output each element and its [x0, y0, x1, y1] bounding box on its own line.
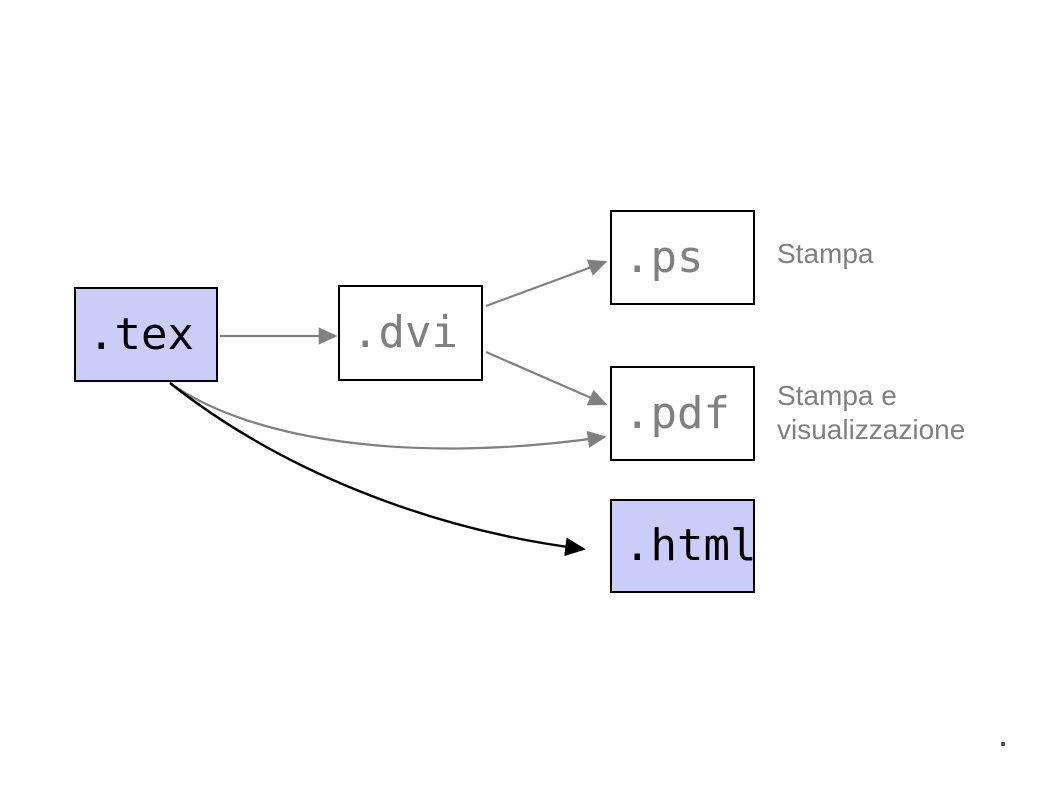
- node-ps[interactable]: .ps: [610, 210, 755, 305]
- corner-dot-mark: [1001, 742, 1005, 746]
- node-html[interactable]: .html: [610, 499, 756, 593]
- node-pdf[interactable]: .pdf: [610, 366, 755, 461]
- edge-dvi-to-ps: [485, 259, 608, 308]
- edge-tex-to-html: [169, 382, 586, 557]
- annotation-print-and-view: Stampa e visualizzazione: [777, 380, 966, 445]
- edge-dvi-to-pdf: [485, 350, 608, 406]
- node-tex[interactable]: .tex: [74, 287, 218, 382]
- edge-tex-to-pdf: [169, 382, 607, 450]
- annotation-print: Stampa: [777, 238, 874, 269]
- node-dvi[interactable]: .dvi: [338, 285, 483, 381]
